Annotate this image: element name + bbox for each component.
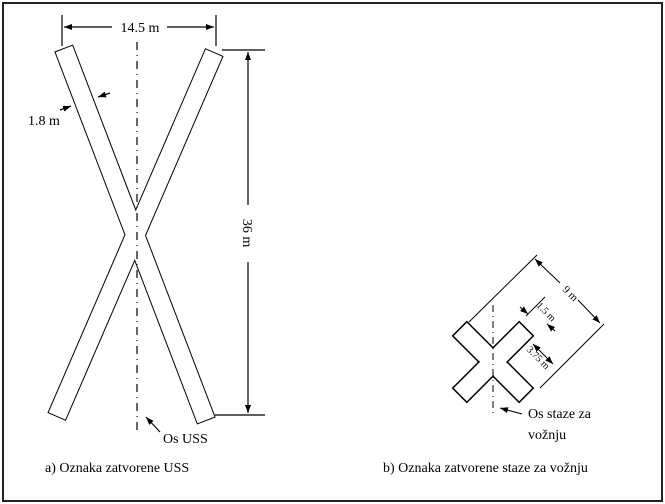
axis-label: Os USS bbox=[163, 432, 208, 447]
length-label: 9 m bbox=[560, 284, 581, 305]
taxiway-dimensions bbox=[468, 254, 605, 389]
bar-width-arrows bbox=[59, 91, 111, 112]
height-dimension bbox=[215, 49, 265, 416]
height-label: 36 m bbox=[239, 219, 254, 248]
closed-taxiway-marking bbox=[451, 320, 535, 404]
bar-width-label: 1.8 m bbox=[28, 114, 60, 129]
width-dimension bbox=[61, 15, 217, 46]
taxiway-axis-label-2: vožnju bbox=[528, 428, 566, 443]
caption-b: b) Oznaka zatvorene staze za vožnju bbox=[383, 461, 588, 476]
bar-width-label-b: 1.5 m bbox=[534, 300, 558, 324]
taxiway-axis-leader bbox=[499, 407, 523, 415]
caption-a: a) Oznaka zatvorene USS bbox=[45, 461, 189, 476]
taxiway-axis-label-1: Os staze za bbox=[528, 407, 592, 422]
axis-leader bbox=[145, 416, 161, 433]
closed-runway-marking bbox=[47, 44, 224, 425]
width-label: 14.5 m bbox=[121, 21, 160, 36]
